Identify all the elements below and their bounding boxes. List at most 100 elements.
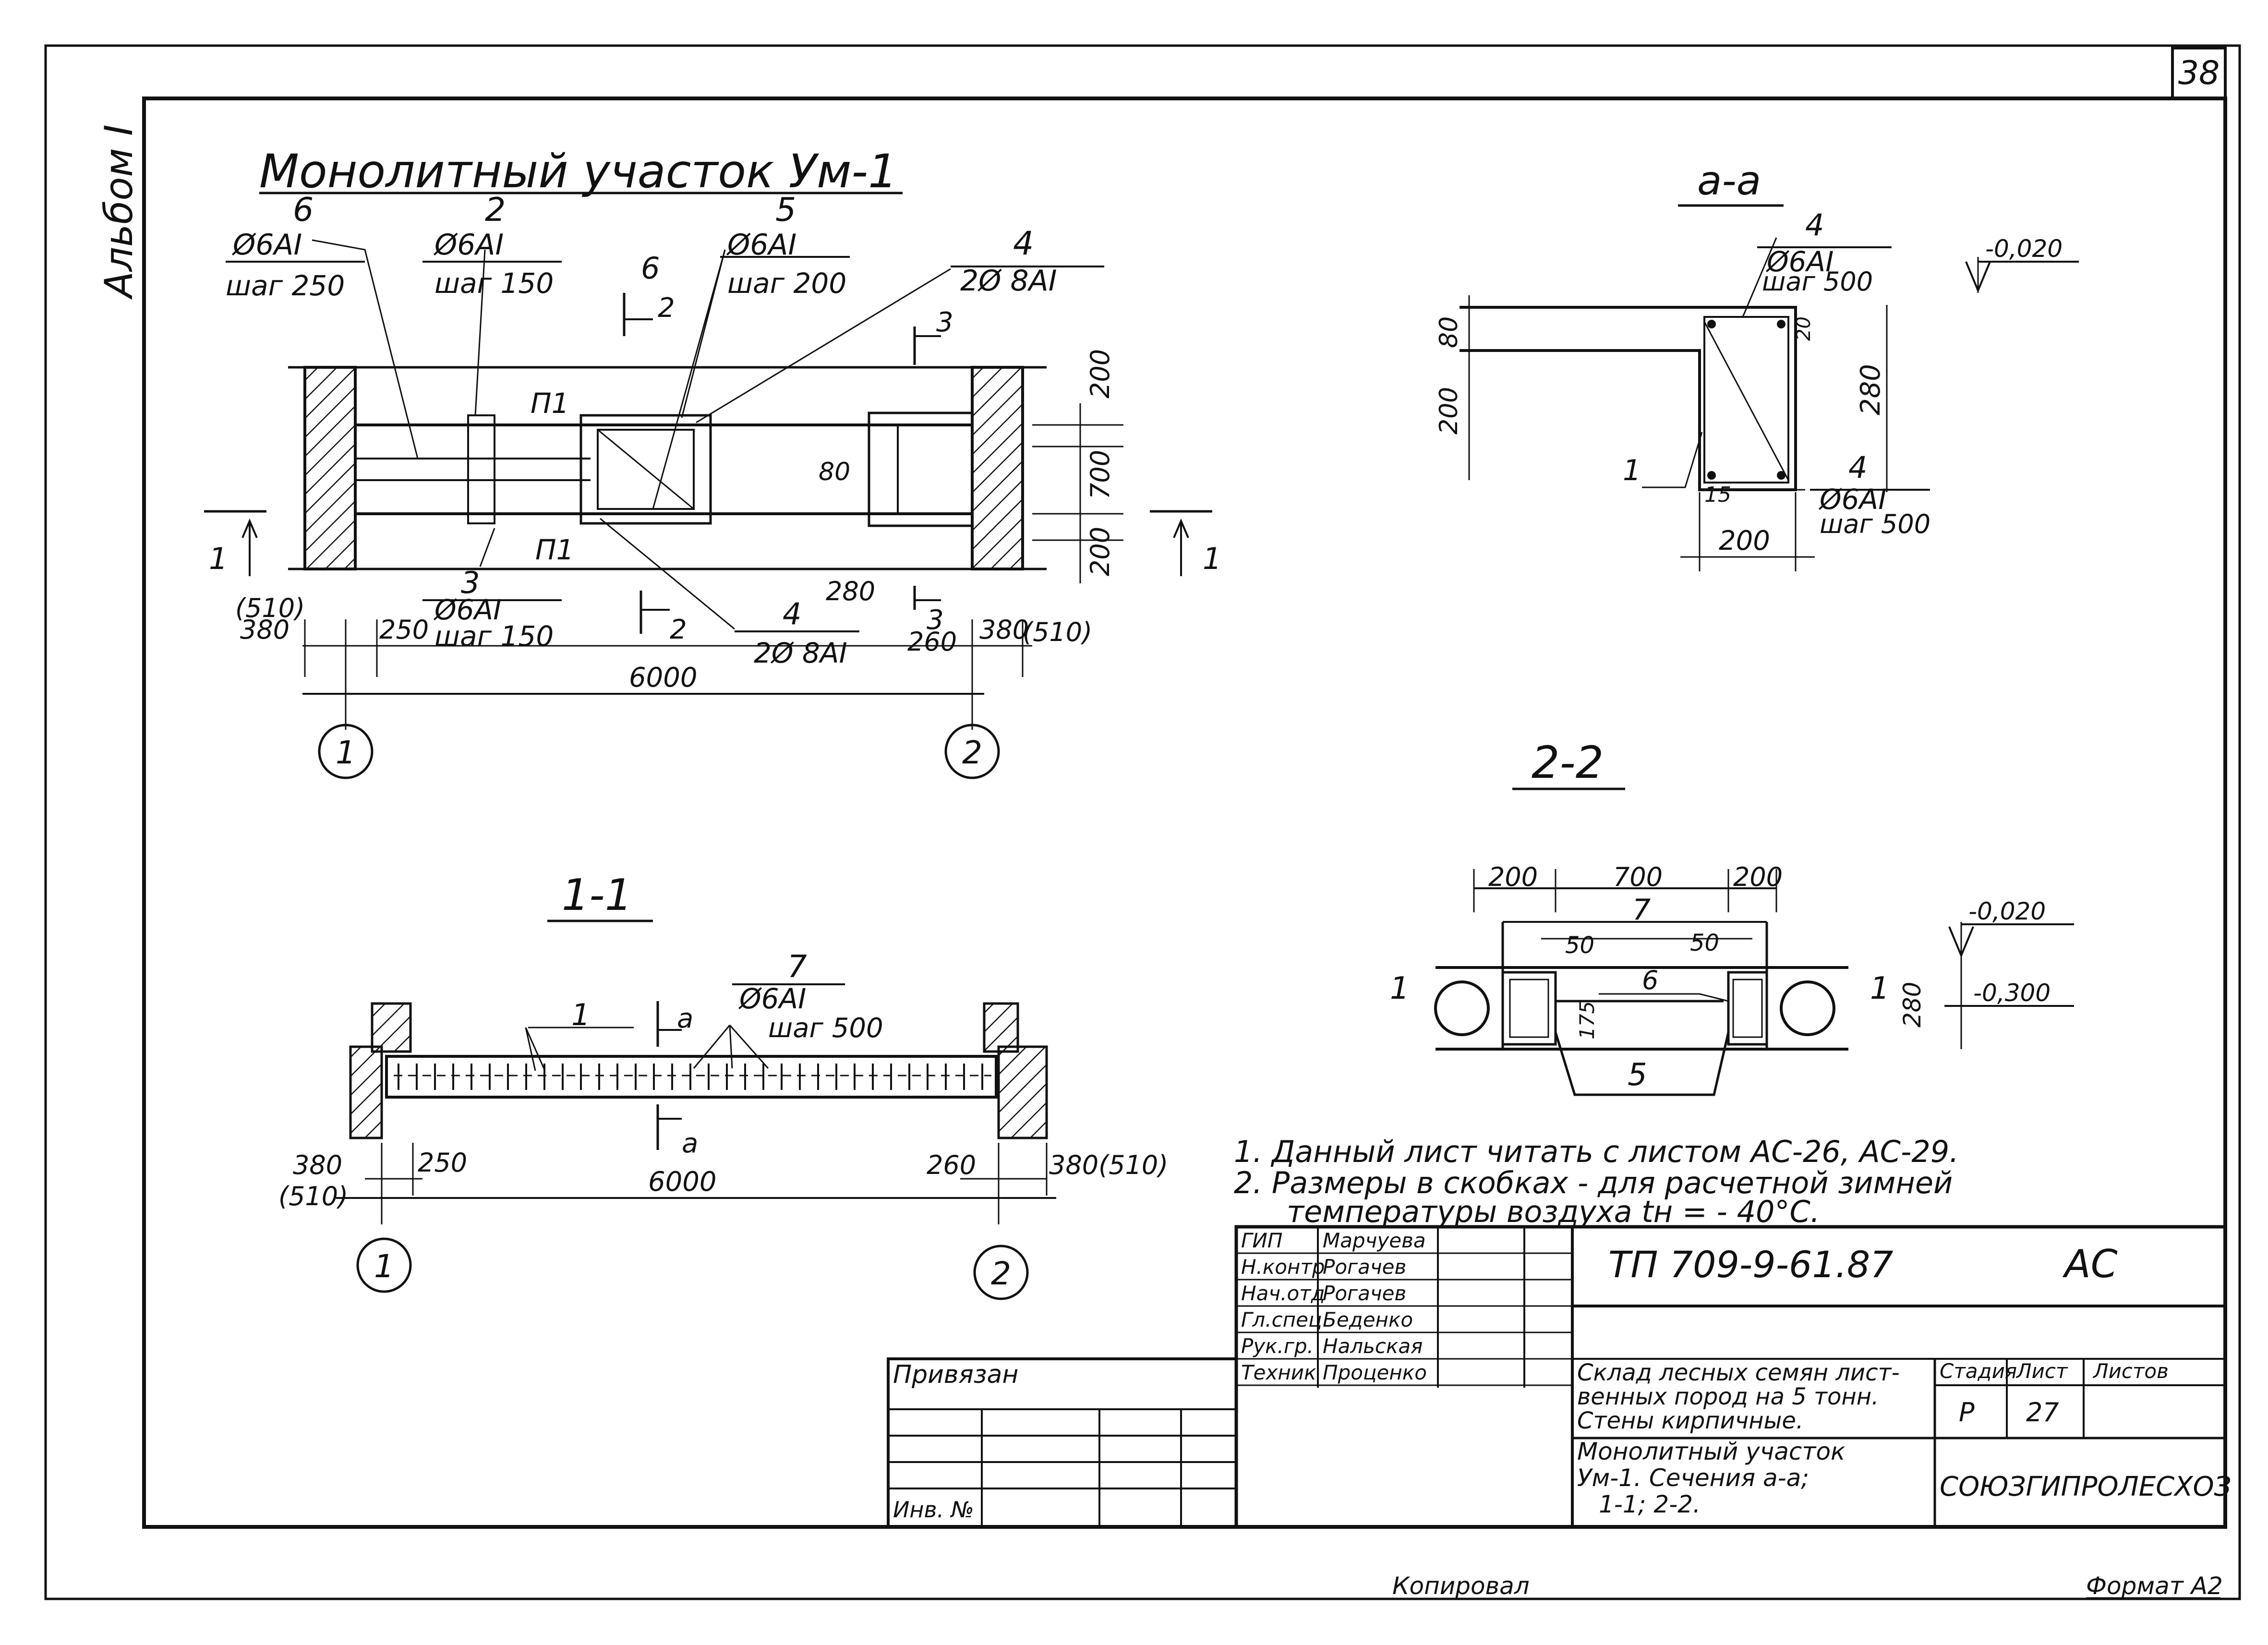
svg-text:(510): (510) (235, 593, 305, 623)
aa-bottom-callout-sub: шаг 500 (1820, 509, 1930, 539)
section-11-title: 1-1 (562, 870, 632, 920)
cut-mark-1-left: 1 (204, 510, 266, 576)
svg-text:(510): (510) (278, 1181, 348, 1211)
svg-text:50: 50 (1690, 930, 1719, 956)
wall-right (971, 366, 1024, 570)
svg-text:250: 250 (379, 615, 429, 645)
svg-text:1: 1 (336, 734, 356, 771)
staff-role: Н.контр (1241, 1255, 1325, 1279)
svg-text:2Ø 8AI: 2Ø 8AI (754, 637, 847, 669)
section-aa-title: а-а (1697, 157, 1761, 204)
svg-text:2: 2 (670, 614, 687, 645)
cut-mark-2-bottom: 2 (639, 591, 687, 645)
svg-text:3: 3 (927, 605, 944, 636)
svg-text:2: 2 (962, 734, 982, 771)
label-mark-6: 6 (641, 251, 660, 286)
section-11-callout-sub: шаг 500 (768, 1013, 883, 1044)
section-22-level-top: -0,020 (1968, 897, 2046, 925)
cut-mark-a-top: а (656, 1001, 693, 1047)
svg-text:Ø6AI: Ø6AI (433, 228, 504, 262)
plan-title: Монолитный участок Ум-1 (259, 145, 897, 198)
svg-text:280: 280 (1898, 982, 1926, 1028)
callout-4-bottom: 4 2Ø 8AI (735, 596, 859, 669)
svg-text:2: 2 (991, 1255, 1011, 1292)
note-2: 2. Размеры в скобках - для расчетной зим… (1234, 1165, 1953, 1200)
notes: 1. Данный лист читать с листом АС-26, АС… (1234, 1134, 1959, 1229)
svg-text:380: 380 (293, 1150, 342, 1180)
svg-text:200: 200 (1435, 387, 1463, 435)
wall-left (303, 366, 357, 570)
callout-5-top: 5 Ø6AI шаг 200 (720, 191, 850, 300)
svg-text:4: 4 (1013, 225, 1034, 263)
svg-text:5: 5 (775, 191, 796, 229)
section-11-callout-num: 7 (787, 949, 807, 985)
sheet-title-1: Монолитный участок (1577, 1438, 1845, 1465)
cut-mark-3-top: 3 (913, 307, 953, 365)
sheet-title-2: Ум-1. Сечения а-а; (1577, 1464, 1809, 1492)
svg-text:50: 50 (1565, 932, 1594, 959)
svg-text:3: 3 (936, 307, 953, 338)
aa-level: -0,020 (1985, 235, 2063, 263)
format-label: Формат А2 (2086, 1572, 2223, 1600)
svg-text:а: а (682, 1128, 698, 1159)
bound-label: Привязан (893, 1360, 1018, 1389)
cut-mark-2-top: 2 (623, 292, 675, 336)
svg-text:260: 260 (907, 627, 957, 657)
beam-11 (385, 1055, 998, 1099)
callout-6-top-left: 6 Ø6AI шаг 250 (226, 191, 365, 302)
section-22: 2-2 200 700 200 50 50 175 280 7 6 5 1 1 (1390, 737, 2074, 1096)
staff-name: Марчуева (1323, 1229, 1426, 1252)
svg-text:Ø6AI: Ø6AI (434, 593, 501, 626)
value-stage: Р (1959, 1397, 1975, 1427)
svg-text:280: 280 (1855, 364, 1886, 415)
aa-top-callout-num: 4 (1805, 207, 1824, 242)
value-sheet: 27 (2026, 1397, 2059, 1427)
cut-mark-a-bottom: а (656, 1104, 698, 1159)
svg-text:700: 700 (1613, 862, 1663, 892)
svg-text:200: 200 (1719, 525, 1770, 556)
svg-text:280: 280 (826, 576, 875, 606)
svg-text:380: 380 (979, 615, 1029, 645)
svg-text:15: 15 (1704, 483, 1731, 507)
callout-3-bottom: 3 Ø6AI шаг 150 (422, 565, 562, 653)
svg-text:200: 200 (1085, 527, 1115, 576)
label-80: 80 (819, 458, 850, 486)
note-1: 1. Данный лист читать с листом АС-26, АС… (1234, 1134, 1959, 1169)
svg-text:3: 3 (461, 565, 480, 600)
section-22-label-1-right: 1 (1870, 971, 1890, 1006)
staff-role: Гл.спец (1241, 1308, 1322, 1331)
staff-name: Беденко (1323, 1308, 1413, 1331)
svg-text:1: 1 (1203, 541, 1221, 576)
svg-text:380(510): 380(510) (1049, 1150, 1168, 1180)
project-name-3: Стены кирпичные. (1577, 1407, 1803, 1434)
section-22-title: 2-2 (1532, 737, 1604, 788)
sheet-number: 38 (2178, 54, 2220, 92)
svg-text:175: 175 (1575, 1001, 1599, 1040)
label-p1-top: П1 (531, 387, 569, 420)
svg-text:шаг 150: шаг 150 (434, 620, 554, 653)
staff-name: Проценко (1323, 1361, 1427, 1384)
section-22-label-6: 6 (1642, 965, 1658, 995)
section-22-level-bottom: -0,300 (1973, 979, 2051, 1007)
callout-2-top: 2 Ø6AI шаг 150 (422, 191, 562, 300)
footer: Копировал Формат А2 (1392, 1572, 2223, 1600)
section-22-label-1-left: 1 (1390, 971, 1410, 1006)
svg-text:2: 2 (485, 191, 506, 229)
staff-name: Рогачев (1323, 1282, 1406, 1305)
aa-bottom-callout-num: 4 (1848, 450, 1867, 485)
svg-text:250: 250 (418, 1148, 467, 1178)
plan-axis-1: 1 (318, 694, 374, 779)
aa-top-callout-sub: шаг 500 (1762, 266, 1873, 297)
header-stage: Стадия (1940, 1359, 2017, 1383)
label-p1-bottom: П1 (535, 533, 574, 566)
svg-text:1: 1 (374, 1248, 394, 1285)
note-3: температуры воздуха tн = - 40°С. (1287, 1194, 1820, 1229)
plan-view: Монолитный участок Ум-1 6 Ø6AI ш (204, 145, 1221, 779)
svg-text:1: 1 (209, 541, 228, 576)
staff-role: Нач.отд (1241, 1282, 1325, 1305)
staff-name: Нальская (1323, 1334, 1423, 1358)
svg-text:4: 4 (783, 596, 801, 631)
